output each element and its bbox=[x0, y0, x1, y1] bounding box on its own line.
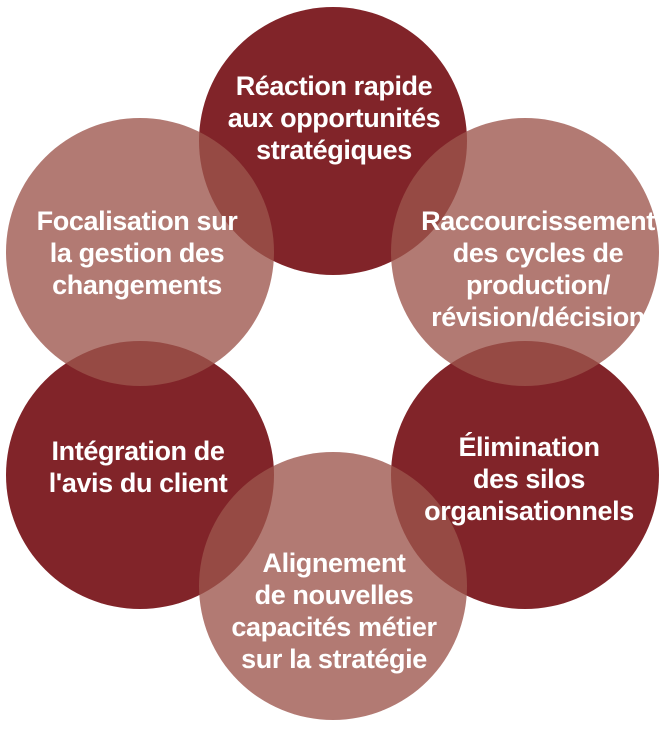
circle-label-reaction: Réaction rapide aux opportunités stratég… bbox=[227, 71, 441, 165]
circle-label-integration: Intégration de l'avis du client bbox=[48, 436, 228, 498]
circle-disc-raccourcissement bbox=[391, 118, 659, 386]
circle-disc-focalisation bbox=[6, 118, 274, 386]
circle-label-raccourcissement: Raccourcissement des cycles de productio… bbox=[421, 206, 655, 332]
circle-disc-alignement bbox=[199, 452, 467, 720]
circle-label-elimination: Élimination des silos organisationnels bbox=[424, 432, 634, 526]
circle-label-focalisation: Focalisation sur la gestion des changeme… bbox=[36, 206, 238, 300]
circle-label-alignement: Alignement de nouvelles capacités métier… bbox=[231, 548, 437, 674]
